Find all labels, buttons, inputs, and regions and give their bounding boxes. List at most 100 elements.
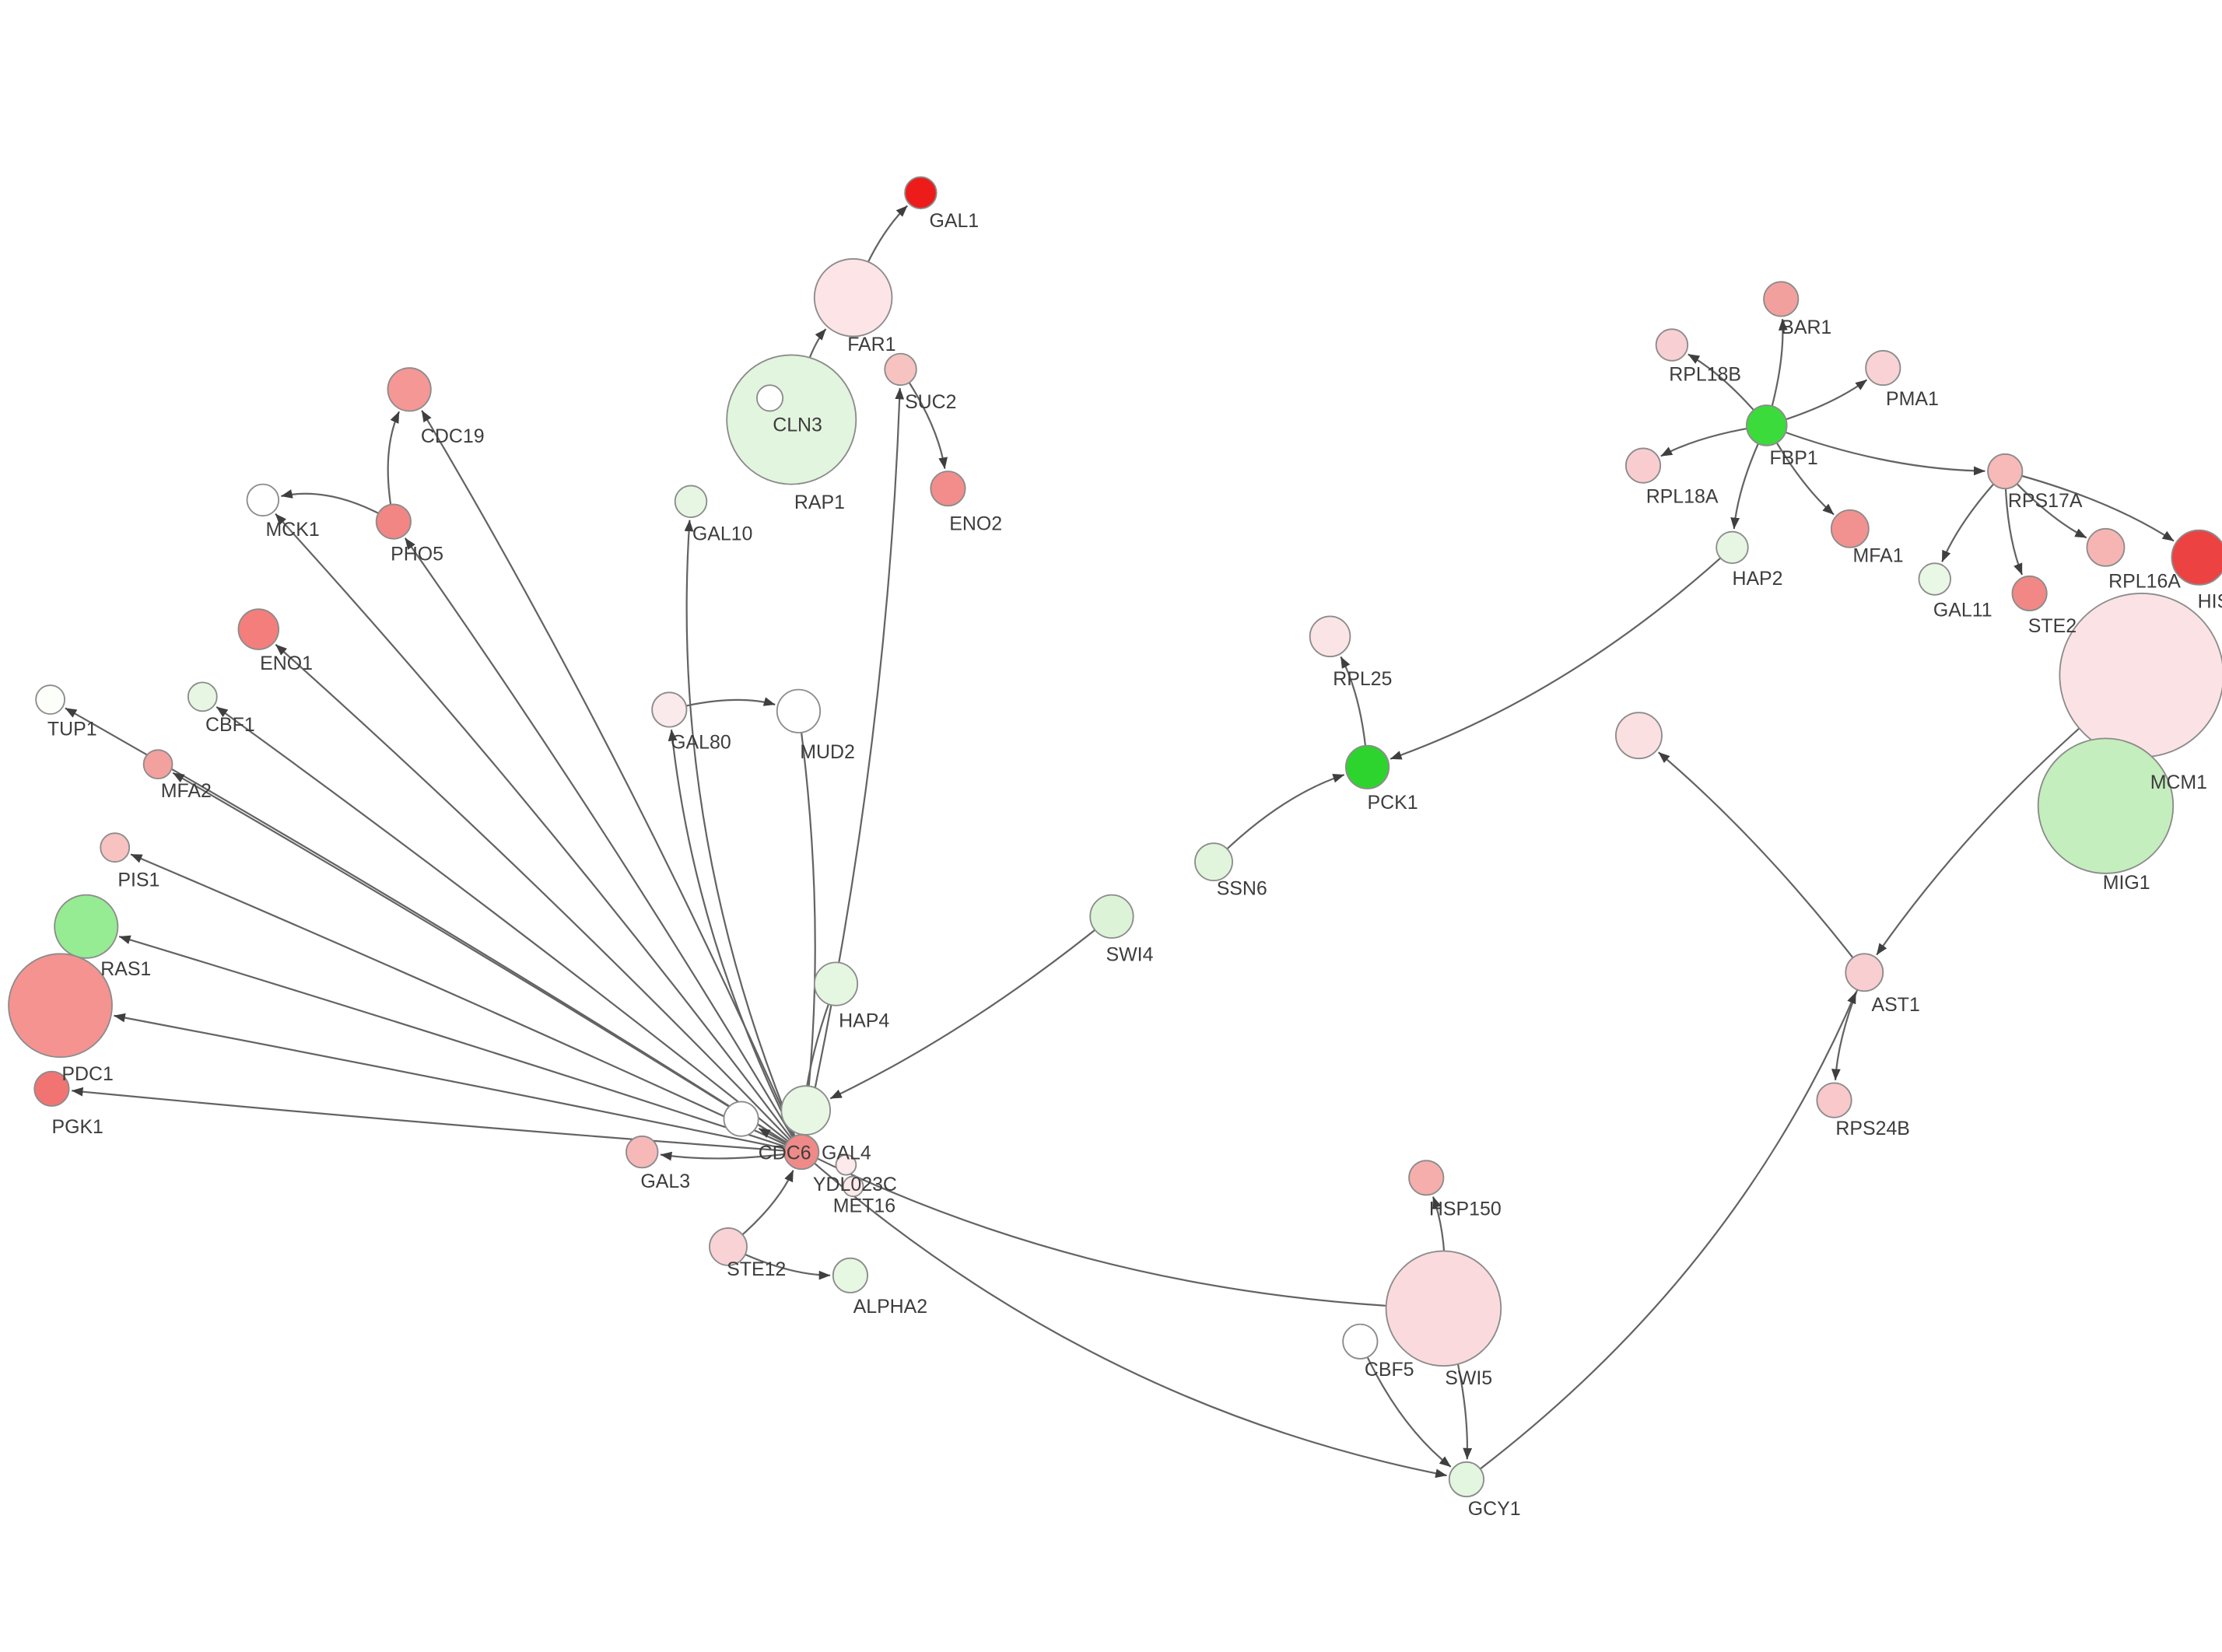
edge-GAL4-PIS1[interactable]: [130, 853, 802, 1153]
node-STE2[interactable]: [2011, 575, 2048, 611]
edge-GAL4-SUC2[interactable]: [801, 387, 905, 1153]
node-label-GAL3: GAL3: [640, 1171, 690, 1192]
node-label-GCY1: GCY1: [1468, 1498, 1521, 1520]
node-HIS4[interactable]: [2171, 529, 2222, 586]
node-label-BAR1: BAR1: [1781, 317, 1831, 338]
node-CDC19[interactable]: [387, 367, 432, 412]
node-label-STE12: STE12: [727, 1258, 786, 1280]
node-SSN6[interactable]: [1194, 842, 1233, 882]
node-label-RPL16A: RPL16A: [2108, 571, 2181, 593]
node-label-MET16: MET16: [833, 1195, 895, 1217]
node-RPL16A[interactable]: [2086, 527, 2126, 567]
edge-GAL4-GAL80[interactable]: [668, 729, 803, 1153]
node-PHO5[interactable]: [375, 503, 412, 540]
edge-GAL4-PGK1[interactable]: [71, 1087, 802, 1153]
node-label-RPS24B: RPS24B: [1835, 1118, 1910, 1139]
node-AST1[interactable]: [1845, 953, 1884, 992]
node-NODE2[interactable]: [780, 1085, 832, 1136]
node-PCK1[interactable]: [1344, 744, 1390, 789]
node-MCK1[interactable]: [246, 483, 280, 517]
edge-SWI4-NODE2[interactable]: [829, 915, 1113, 1100]
node-CLN3[interactable]: [726, 354, 857, 485]
node-label-CBF1: CBF1: [205, 714, 255, 736]
node-HAP4[interactable]: [813, 961, 859, 1006]
node-label-SUC2: SUC2: [905, 391, 956, 413]
edge-GAL4-MFA2[interactable]: [172, 772, 802, 1153]
edge-GAL4-MCK1[interactable]: [275, 513, 803, 1153]
edge-MUD2-GAL4[interactable]: [797, 711, 816, 1132]
node-CDC6[interactable]: [723, 1101, 759, 1137]
node-label-CDC6: CDC6: [759, 1142, 811, 1164]
edge-FBP1-RPS17A[interactable]: [1766, 424, 1985, 476]
node-label-GAL4: GAL4: [822, 1142, 871, 1164]
node-label-FBP1: FBP1: [1769, 447, 1817, 469]
node-label-HAP4: HAP4: [839, 1010, 889, 1031]
edge-GAL4-GCY1[interactable]: [801, 1151, 1447, 1479]
node-MFA2[interactable]: [142, 749, 173, 779]
node-CBF5[interactable]: [1342, 1323, 1379, 1360]
node-RPL18B[interactable]: [1655, 328, 1689, 362]
edge-AST1-NODE_X[interactable]: [1658, 751, 1866, 973]
node-MUD2[interactable]: [776, 688, 822, 733]
node-MFA1[interactable]: [1830, 509, 1870, 548]
node-GAL1[interactable]: [904, 176, 938, 210]
node-PGK1[interactable]: [33, 1070, 70, 1107]
edge-RPS17A-HIS4[interactable]: [2004, 470, 2175, 542]
node-FAR1[interactable]: [813, 257, 893, 338]
node-SUC2[interactable]: [884, 352, 917, 387]
node-MET16[interactable]: [842, 1175, 864, 1198]
node-SWI5[interactable]: [1385, 1250, 1502, 1367]
node-BAR1[interactable]: [1763, 281, 1800, 317]
edge-GAL4-PHO5[interactable]: [404, 537, 803, 1153]
edge-GCY1-AST1[interactable]: [1466, 992, 1857, 1480]
node-NODE_X[interactable]: [1615, 712, 1663, 760]
node-HAP2[interactable]: [1716, 530, 1749, 565]
node-label-TUP1: TUP1: [47, 719, 97, 740]
edge-GAL4-PDC1[interactable]: [114, 1013, 802, 1153]
node-RPL18A[interactable]: [1624, 447, 1662, 484]
node-GAL3[interactable]: [626, 1135, 659, 1169]
node-RAS1[interactable]: [54, 894, 119, 959]
node-MCM1[interactable]: [2059, 593, 2222, 758]
edge-CBF5-GCY1[interactable]: [1359, 1341, 1452, 1468]
node-PIS1[interactable]: [100, 832, 131, 863]
node-YDL023C[interactable]: [835, 1153, 857, 1176]
node-GAL80[interactable]: [651, 691, 688, 728]
node-PMA1[interactable]: [1865, 350, 1901, 387]
node-SWI4[interactable]: [1089, 894, 1134, 939]
node-FBP1[interactable]: [1746, 404, 1788, 446]
node-ENO1[interactable]: [237, 608, 280, 650]
node-STE12[interactable]: [709, 1227, 748, 1266]
edge-GAL4-CBF1[interactable]: [216, 705, 802, 1153]
node-GAL4[interactable]: [783, 1134, 820, 1171]
node-ALPHA2[interactable]: [832, 1257, 868, 1293]
node-label-HIS4: HIS4: [2198, 590, 2222, 612]
node-label-PMA1: PMA1: [1886, 388, 1939, 410]
edge-GAL4-ENO1[interactable]: [275, 643, 802, 1153]
node-HSP150[interactable]: [1408, 1160, 1445, 1196]
edge-GAL4-RAS1[interactable]: [118, 935, 802, 1153]
edge-HAP2-PCK1[interactable]: [1390, 547, 1733, 760]
node-ENO2[interactable]: [930, 471, 966, 507]
edge-GAL4-GAL10[interactable]: [684, 520, 803, 1153]
edge-GAL4-CDC19[interactable]: [421, 410, 803, 1153]
node-label-CDC19: CDC19: [421, 425, 485, 447]
node-GAL11[interactable]: [1918, 562, 1951, 596]
node-label-CLN3: CLN3: [773, 414, 822, 436]
node-label-MFA2: MFA2: [161, 780, 212, 802]
edge-SSN6-PCK1[interactable]: [1213, 774, 1345, 863]
node-RPS24B[interactable]: [1816, 1082, 1852, 1118]
node-GAL10[interactable]: [674, 485, 708, 519]
node-RPL25[interactable]: [1309, 615, 1351, 658]
node-TUP1[interactable]: [35, 684, 65, 715]
node-GCY1[interactable]: [1448, 1461, 1485, 1498]
node-label-FAR1: FAR1: [847, 334, 895, 355]
edge-GAL4-GAL3[interactable]: [660, 1150, 802, 1161]
node-PDC1[interactable]: [8, 953, 113, 1059]
node-RAP1[interactable]: [756, 384, 784, 412]
node-RPS17A[interactable]: [1987, 453, 2024, 490]
node-label-PDC1: PDC1: [61, 1063, 113, 1085]
node-CBF1[interactable]: [187, 681, 218, 712]
node-MIG1[interactable]: [2037, 737, 2175, 874]
